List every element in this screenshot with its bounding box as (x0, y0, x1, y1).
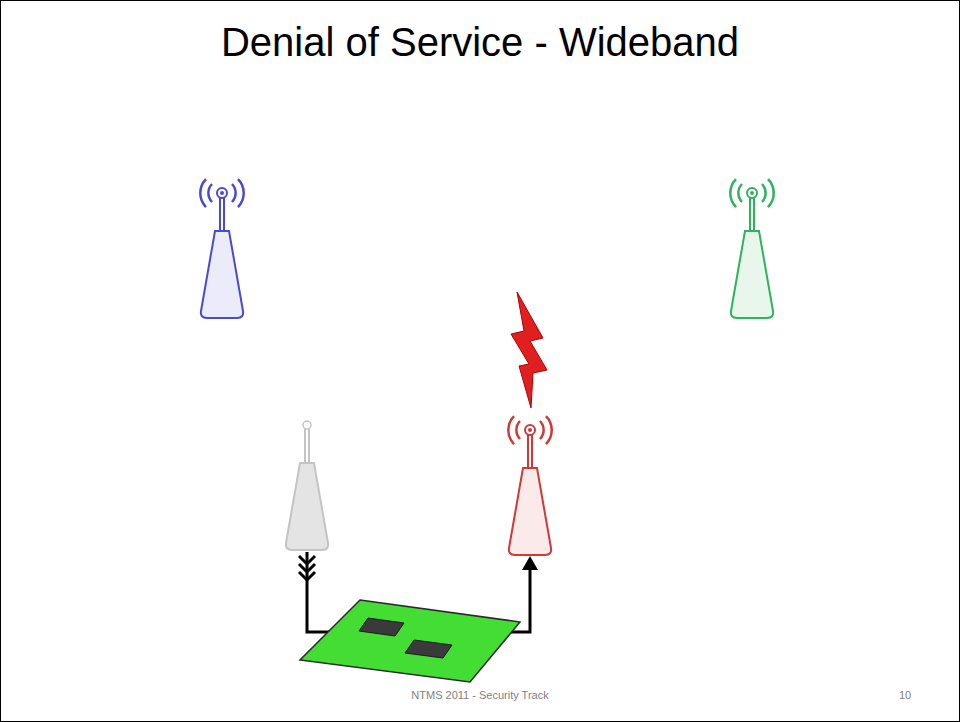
chip (405, 640, 452, 658)
antenna-tip (747, 188, 757, 198)
red-antenna (508, 416, 551, 555)
antenna-tip (217, 188, 227, 198)
antenna-mast (749, 198, 751, 231)
grey-antenna (286, 421, 328, 550)
antenna-mast (219, 198, 221, 231)
wire-fletching (299, 556, 315, 564)
antenna-body (731, 231, 773, 318)
antenna-tip (528, 428, 532, 432)
footer-text: NTMS 2011 - Security Track (330, 689, 630, 702)
antenna-mast (304, 429, 306, 463)
antenna-tip (303, 421, 311, 429)
radio-waves (730, 179, 773, 207)
antenna-mast (308, 429, 310, 463)
antenna-tip (750, 191, 754, 195)
antenna-mast (753, 198, 755, 231)
wire-arrowhead (522, 556, 538, 570)
slide-number: 10 (880, 689, 930, 702)
antenna-mast (531, 435, 533, 468)
blue-antenna (200, 179, 243, 318)
green-antenna (730, 179, 773, 318)
slide-title: Denial of Service - Wideband (0, 18, 960, 66)
antenna-tip (220, 191, 224, 195)
chip (359, 618, 404, 636)
wire-fletching (299, 572, 315, 580)
wire-fletching (299, 564, 315, 572)
antenna-body (201, 231, 243, 318)
lightning-bolt (511, 292, 547, 408)
antenna-body (286, 463, 328, 550)
antenna-mast (223, 198, 225, 231)
antenna-body (509, 468, 551, 555)
antenna-mast (527, 435, 529, 468)
circuit-board (300, 600, 520, 682)
radio-waves (200, 179, 243, 207)
input-wire (307, 552, 330, 632)
radio-waves (508, 416, 551, 444)
antenna-tip (525, 425, 535, 435)
